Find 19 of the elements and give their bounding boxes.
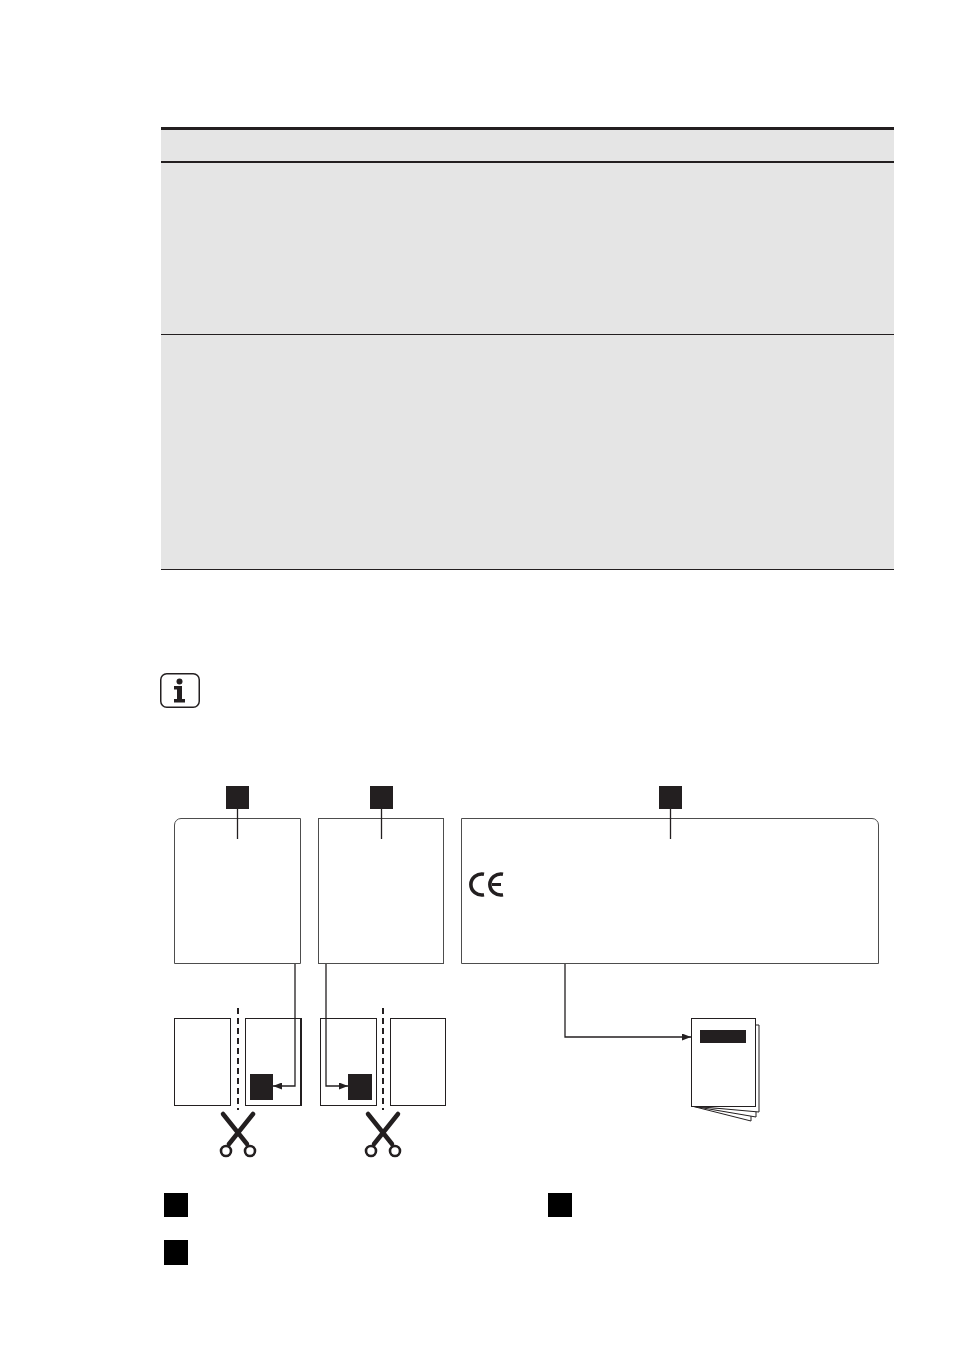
- cut-label-piece: [245, 1018, 302, 1106]
- marker-square: [250, 1074, 273, 1100]
- arrow: [564, 963, 692, 1041]
- callout-marker: [370, 786, 393, 809]
- marker-square: [348, 1074, 372, 1100]
- cut-label-piece: [320, 1018, 377, 1106]
- label-panel: [174, 818, 301, 964]
- arrow: [325, 963, 349, 1090]
- leader-line: [669, 808, 672, 840]
- cut-label-piece: [390, 1018, 446, 1106]
- booklet-drawing: [691, 1018, 760, 1122]
- callout-marker: [659, 786, 682, 809]
- label-panel: [318, 818, 444, 964]
- cut-label-piece: [174, 1018, 231, 1106]
- callout-marker: [226, 786, 249, 809]
- arrow: [272, 963, 296, 1090]
- leader-line: [236, 808, 239, 840]
- leader-line: [380, 808, 383, 840]
- label-panel: [461, 818, 879, 964]
